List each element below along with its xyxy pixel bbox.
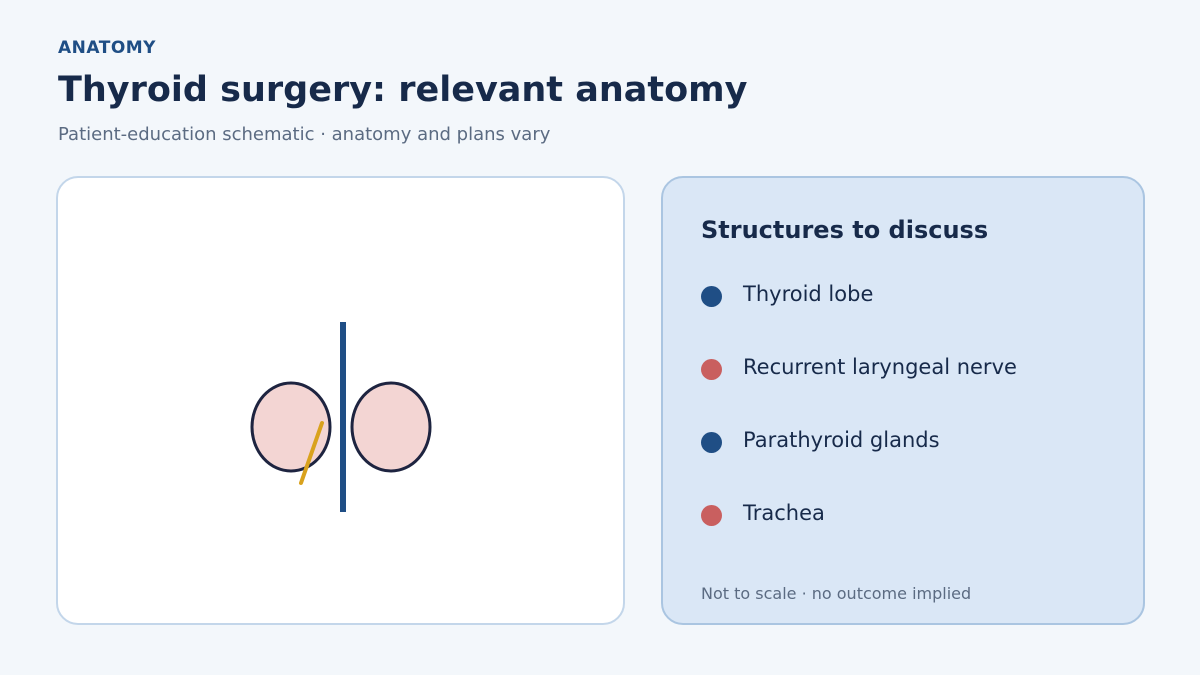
page-title: Thyroid surgery: relevant anatomy <box>58 70 748 110</box>
legend-label: Parathyroid glands <box>743 428 940 452</box>
legend-list: Thyroid lobe Recurrent laryngeal nerve P… <box>701 282 1017 574</box>
legend-dot-icon <box>701 432 722 453</box>
legend-label: Thyroid lobe <box>743 282 874 306</box>
recurrent-laryngeal-nerve-line <box>299 421 324 485</box>
thyroid-schematic <box>250 322 432 512</box>
thyroid-left-lobe <box>250 381 332 473</box>
legend-dot-icon <box>701 286 722 307</box>
thyroid-right-lobe <box>350 381 432 473</box>
legend-item-thyroid-lobe: Thyroid lobe <box>701 282 1017 355</box>
legend-item-recurrent-laryngeal-nerve: Recurrent laryngeal nerve <box>701 355 1017 428</box>
legend-item-trachea: Trachea <box>701 501 1017 574</box>
legend-label: Trachea <box>743 501 825 525</box>
structures-legend-panel: Structures to discuss Thyroid lobe Recur… <box>661 176 1145 625</box>
legend-dot-icon <box>701 505 722 526</box>
section-eyebrow: ANATOMY <box>58 38 156 58</box>
legend-item-parathyroid-glands: Parathyroid glands <box>701 428 1017 501</box>
anatomy-diagram-panel <box>56 176 625 625</box>
legend-title: Structures to discuss <box>701 216 989 244</box>
legend-dot-icon <box>701 359 722 380</box>
page-subtitle: Patient-education schematic · anatomy an… <box>58 124 551 145</box>
legend-label: Recurrent laryngeal nerve <box>743 355 1017 379</box>
legend-footnote: Not to scale · no outcome implied <box>701 584 972 603</box>
